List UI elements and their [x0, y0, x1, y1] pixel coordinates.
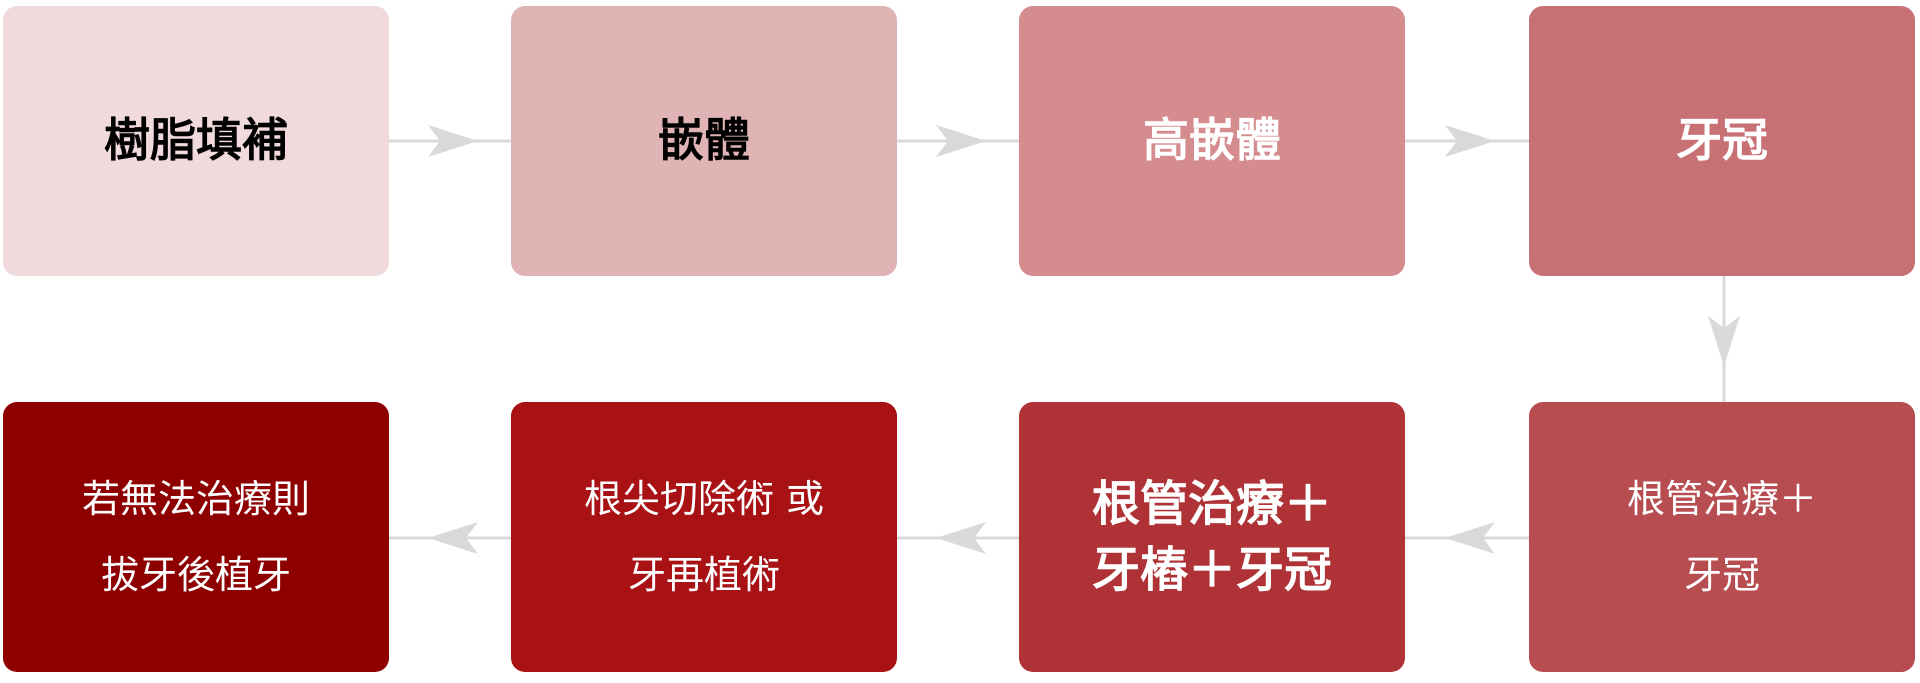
step-onlay: 高嵌體 — [1019, 6, 1405, 276]
step-resin-filling: 樹脂填補 — [3, 6, 389, 276]
arrowhead-6-7 — [936, 522, 986, 554]
step-label: 樹脂填補 — [104, 113, 288, 168]
step-label: 牙冠 — [1676, 113, 1768, 168]
step-root-canal-post-crown: 根管治療＋ 牙樁＋牙冠 — [1019, 402, 1405, 672]
arrowhead-3-4 — [1445, 125, 1495, 157]
step-crown: 牙冠 — [1529, 6, 1915, 276]
step-label-line-1: 根尖切除術 或 — [583, 477, 825, 521]
step-apicoectomy-replant: 根尖切除術 或 牙再植術 — [511, 402, 897, 672]
step-label: 高嵌體 — [1143, 113, 1281, 168]
arrowhead-7-8 — [428, 522, 478, 554]
step-root-canal-crown: 根管治療＋ 牙冠 — [1529, 402, 1915, 672]
step-label-line-1: 根管治療＋ — [1626, 477, 1817, 521]
step-label: 嵌體 — [658, 113, 750, 168]
step-extraction-implant: 若無法治療則 拔牙後植牙 — [3, 402, 389, 672]
step-label-line-1: 根管治療＋ — [1091, 476, 1332, 532]
step-label-line-2: 拔牙後植牙 — [100, 553, 291, 597]
arrowhead-5-6 — [1445, 522, 1495, 554]
step-label-line-1: 若無法治療則 — [81, 477, 310, 521]
arrowhead-1-2 — [428, 125, 478, 157]
step-inlay: 嵌體 — [511, 6, 897, 276]
arrowhead-4-5 — [1708, 316, 1740, 366]
step-label-line-2: 牙再植術 — [627, 553, 780, 597]
arrowhead-2-3 — [936, 125, 986, 157]
step-label-line-2: 牙冠 — [1683, 553, 1760, 597]
step-label-line-2: 牙樁＋牙冠 — [1091, 542, 1332, 598]
